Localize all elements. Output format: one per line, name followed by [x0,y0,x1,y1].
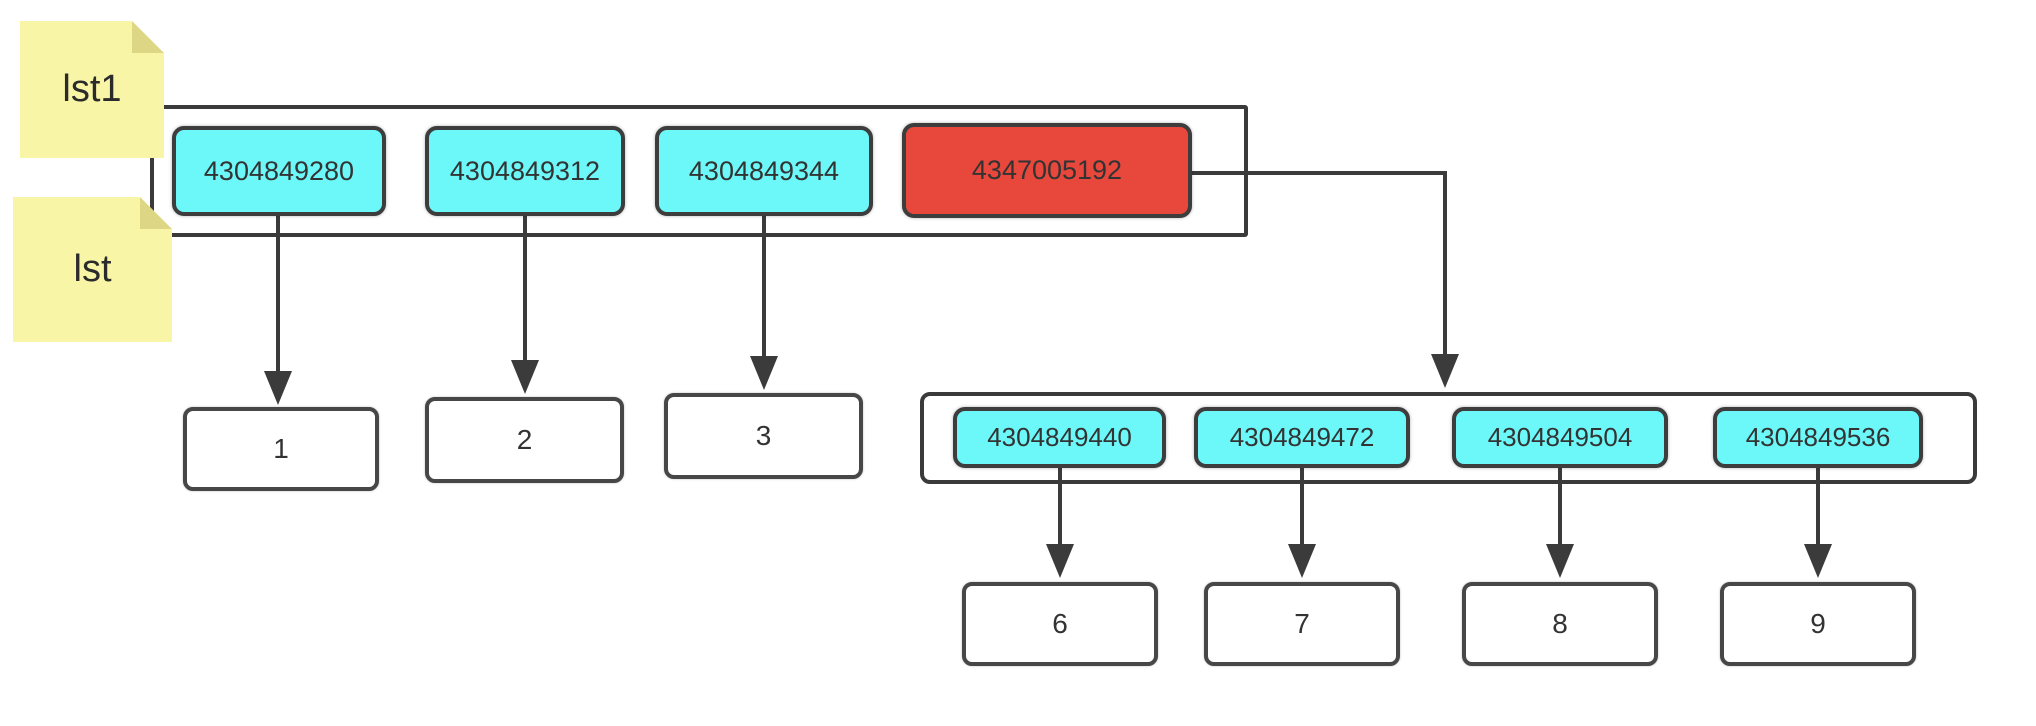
arrow-list2-cell0-to-value6 [1046,468,1074,578]
note-lst1-label: lst1 [62,68,122,110]
arrow-list1-cell2-to-value3 [750,216,778,390]
arrow-list1-cell0-to-value1 [264,216,292,405]
list2-cell-address-3: 4304849536 [1713,407,1923,468]
note-lst1: lst1 [20,21,164,158]
value-box-6: 6 [962,582,1158,666]
note-lst: lst [13,197,172,342]
list2-container [920,392,1977,484]
arrow-list2-cell1-to-value7 [1288,468,1316,578]
list1-cell-address-3-highlighted: 4347005192 [902,123,1192,218]
value-box-2: 2 [425,397,624,483]
list2-cell-address-0: 4304849440 [953,407,1166,468]
value-box-1: 1 [183,407,379,491]
list2-cell-address-2: 4304849504 [1452,407,1668,468]
note-lst-label: lst [73,248,112,290]
value-box-3: 3 [664,393,863,479]
arrow-list2-cell3-to-value9 [1804,468,1832,578]
value-box-7: 7 [1204,582,1400,666]
value-box-9: 9 [1720,582,1916,666]
arrow-list2-cell2-to-value8 [1546,468,1574,578]
list1-cell-address-1: 4304849312 [425,126,625,216]
list2-cell-address-1: 4304849472 [1194,407,1410,468]
list1-cell-address-2: 4304849344 [655,126,873,216]
value-box-8: 8 [1462,582,1658,666]
arrow-red-cell-to-list2 [1192,171,1459,388]
list1-cell-address-0: 4304849280 [172,126,386,216]
arrow-list1-cell1-to-value2 [511,216,539,394]
